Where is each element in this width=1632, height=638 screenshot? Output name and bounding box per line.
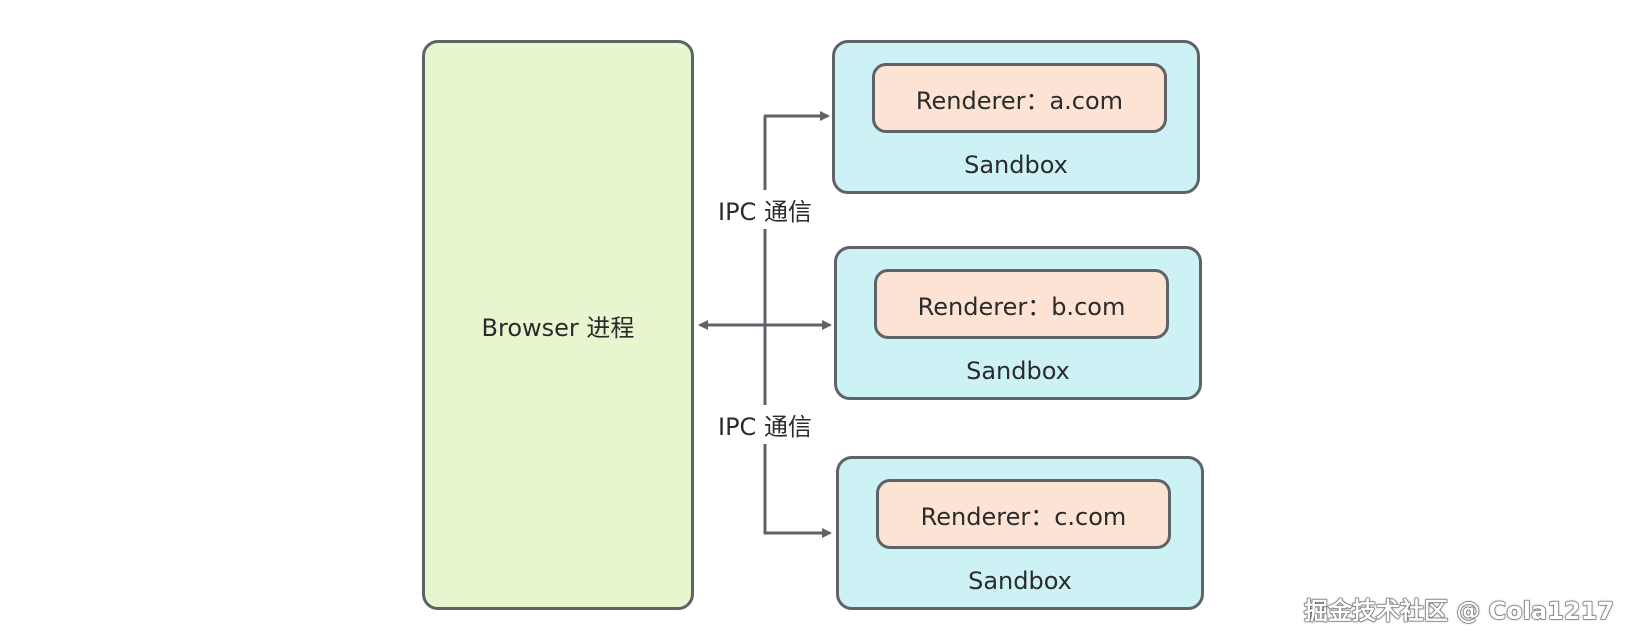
renderer-b: Renderer：b.com	[874, 269, 1169, 339]
sandbox-a-label: Sandbox	[964, 151, 1068, 179]
sandbox-c-label: Sandbox	[968, 567, 1072, 595]
browser-process-box: Browser 进程	[422, 40, 694, 610]
sandbox-b: Renderer：b.com Sandbox	[834, 246, 1202, 400]
sandbox-a: Renderer：a.com Sandbox	[832, 40, 1200, 194]
renderer-a: Renderer：a.com	[872, 63, 1167, 133]
sandbox-c: Renderer：c.com Sandbox	[836, 456, 1204, 610]
watermark: 掘金技术社区 @ Cola1217	[1303, 597, 1614, 626]
browser-process-label: Browser 进程	[481, 313, 635, 342]
ipc-label-top: IPC 通信	[718, 190, 812, 229]
ipc-label-bottom: IPC 通信	[718, 405, 812, 444]
sandbox-b-label: Sandbox	[966, 357, 1070, 385]
renderer-c: Renderer：c.com	[876, 479, 1171, 549]
